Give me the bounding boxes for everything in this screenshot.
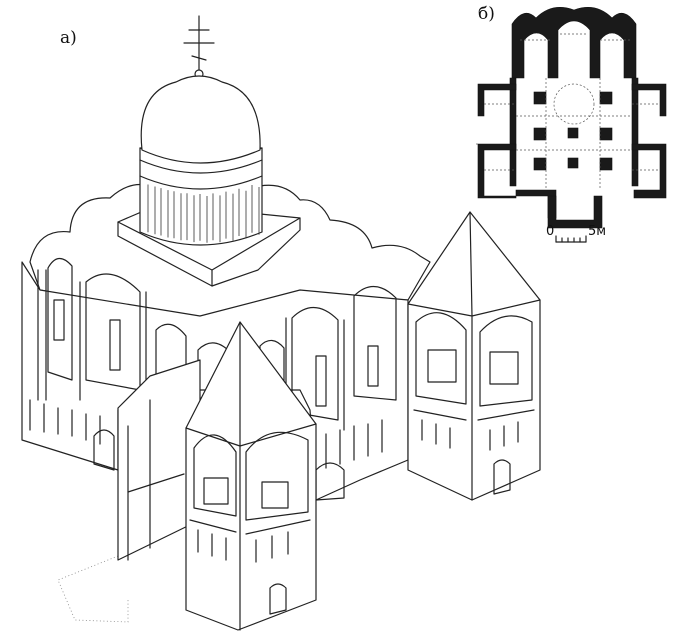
front-tower: [117, 321, 317, 631]
scale-bar: [555, 235, 587, 243]
right-facade: [259, 285, 397, 501]
dome: [140, 75, 261, 164]
scale-zero: 0: [546, 224, 555, 239]
drawing-label: а): [60, 28, 77, 48]
plan-label: б): [478, 4, 495, 24]
plan-vaults: [484, 33, 660, 190]
left-facade: [29, 257, 233, 471]
scale-five: 5м: [588, 224, 607, 239]
right-tower: [407, 211, 541, 501]
plan-walls: [476, 7, 667, 229]
